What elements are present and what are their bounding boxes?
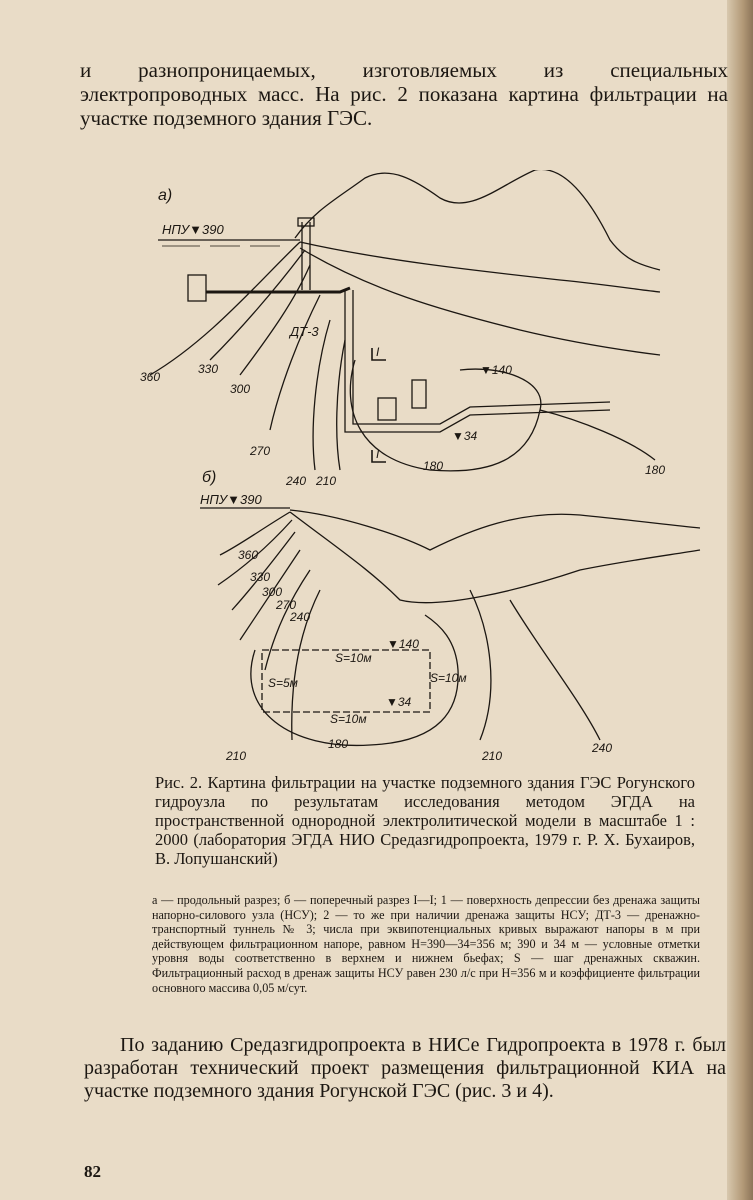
panel-a-valve-chamber — [411, 379, 427, 409]
panel-a-depression-2 — [299, 247, 661, 356]
panel-a-level-270: 270 — [249, 444, 270, 458]
panel-b-level-240-right: 240 — [591, 741, 612, 755]
figure-caption: Рис. 2. Картина фильтрации на участке по… — [155, 773, 695, 868]
panel-b-spacing-bottom: S=10м — [330, 712, 367, 726]
panel-a-curve-360 — [149, 241, 301, 376]
top-paragraph: и разнопроницаемых, изготовляемых из спе… — [80, 58, 728, 130]
panel-a-curve-180 — [349, 359, 542, 472]
panel-a-shaft-head — [297, 217, 315, 227]
panel-b-level-300: 300 — [262, 585, 282, 599]
figure-2: а) НПУ▼390 — [140, 170, 701, 763]
panel-a-label: а) — [158, 187, 172, 204]
panel-a-tunnel-dt3 — [344, 290, 362, 433]
panel-a-section-label-bottom: I — [376, 447, 380, 461]
panel-b-label: б) — [202, 469, 216, 486]
panel-a-mark-140: ▼140 — [480, 363, 512, 377]
panel-a-terrain — [294, 170, 661, 271]
panel-a-npu: НПУ▼390 — [162, 222, 224, 237]
panel-b-level-210-right: 210 — [481, 749, 502, 763]
panel-a-depression-1 — [299, 241, 661, 293]
panel-a-level-360: 360 — [140, 370, 160, 384]
panel-b-mark-34: ▼34 — [386, 695, 412, 709]
panel-b-curve-240-right — [509, 599, 601, 741]
panel-b-depression — [289, 511, 701, 604]
panel-a-section-mark-bottom — [371, 450, 386, 463]
panel-a-curve-180-right — [539, 409, 656, 461]
panel-a-level-210: 210 — [315, 474, 336, 488]
panel-b-curve-270 — [239, 549, 301, 641]
panel-b-level-210-left: 210 — [225, 749, 246, 763]
page-number: 82 — [84, 1162, 101, 1181]
panel-b-curve-300 — [231, 531, 296, 611]
panel-b-mark-140: ▼140 — [387, 637, 419, 651]
panel-b-spacing-right: S=10м — [430, 671, 467, 685]
panel-a-section-mark-top — [371, 348, 386, 361]
figure-legend: а — продольный разрез; б — поперечный ра… — [152, 893, 700, 995]
panel-a-machine-hall — [377, 397, 397, 421]
panel-b-curve-360 — [219, 511, 291, 556]
panel-b-spacing-left: S=5м — [268, 676, 298, 690]
panel-a: а) НПУ▼390 — [140, 170, 665, 488]
bottom-paragraph: По заданию Средазгидропроекта в НИСе Гид… — [84, 1034, 726, 1102]
panel-a-curve-270 — [269, 294, 321, 431]
panel-b-npu: НПУ▼390 — [200, 492, 262, 507]
panel-a-level-180: 180 — [423, 459, 443, 473]
panel-b-curve-210-right — [469, 589, 492, 741]
panel-a-level-330: 330 — [198, 362, 218, 376]
panel-a-pipeline — [206, 286, 351, 294]
panel-a-level-180-right: 180 — [645, 463, 665, 477]
panel-b-drainage-contour — [261, 649, 431, 713]
panel-b-level-270: 270 — [275, 598, 296, 612]
panel-a-shaft — [301, 222, 311, 290]
panel-a-curve-330 — [209, 249, 306, 361]
panel-b: б) НПУ▼390 S=10м S=5м S=10м S=10м ▼140 — [200, 469, 701, 763]
panel-a-drainage-tunnel — [362, 401, 611, 433]
panel-b-curve-210 — [291, 589, 321, 741]
page-edge-shadow — [727, 0, 753, 1200]
panel-b-level-180: 180 — [328, 737, 348, 751]
panel-b-curve-240 — [264, 569, 311, 671]
panel-a-level-300: 300 — [230, 382, 250, 396]
panel-b-level-240: 240 — [289, 610, 310, 624]
panel-b-spacing-top: S=10м — [335, 651, 372, 665]
panel-a-intake — [187, 274, 207, 302]
panel-a-curve-240 — [312, 319, 331, 471]
panel-a-section-label-top: I — [376, 345, 380, 359]
panel-b-level-330: 330 — [250, 570, 270, 584]
panel-a-curve-210 — [336, 339, 346, 471]
panel-b-curve-330 — [217, 519, 293, 586]
panel-a-curve-300 — [239, 264, 311, 376]
panel-a-mark-34: ▼34 — [452, 429, 478, 443]
panel-b-terrain — [289, 509, 701, 551]
panel-b-level-360: 360 — [238, 548, 258, 562]
panel-a-tunnel-label: ДТ-3 — [288, 324, 319, 339]
panel-a-level-240: 240 — [285, 474, 306, 488]
